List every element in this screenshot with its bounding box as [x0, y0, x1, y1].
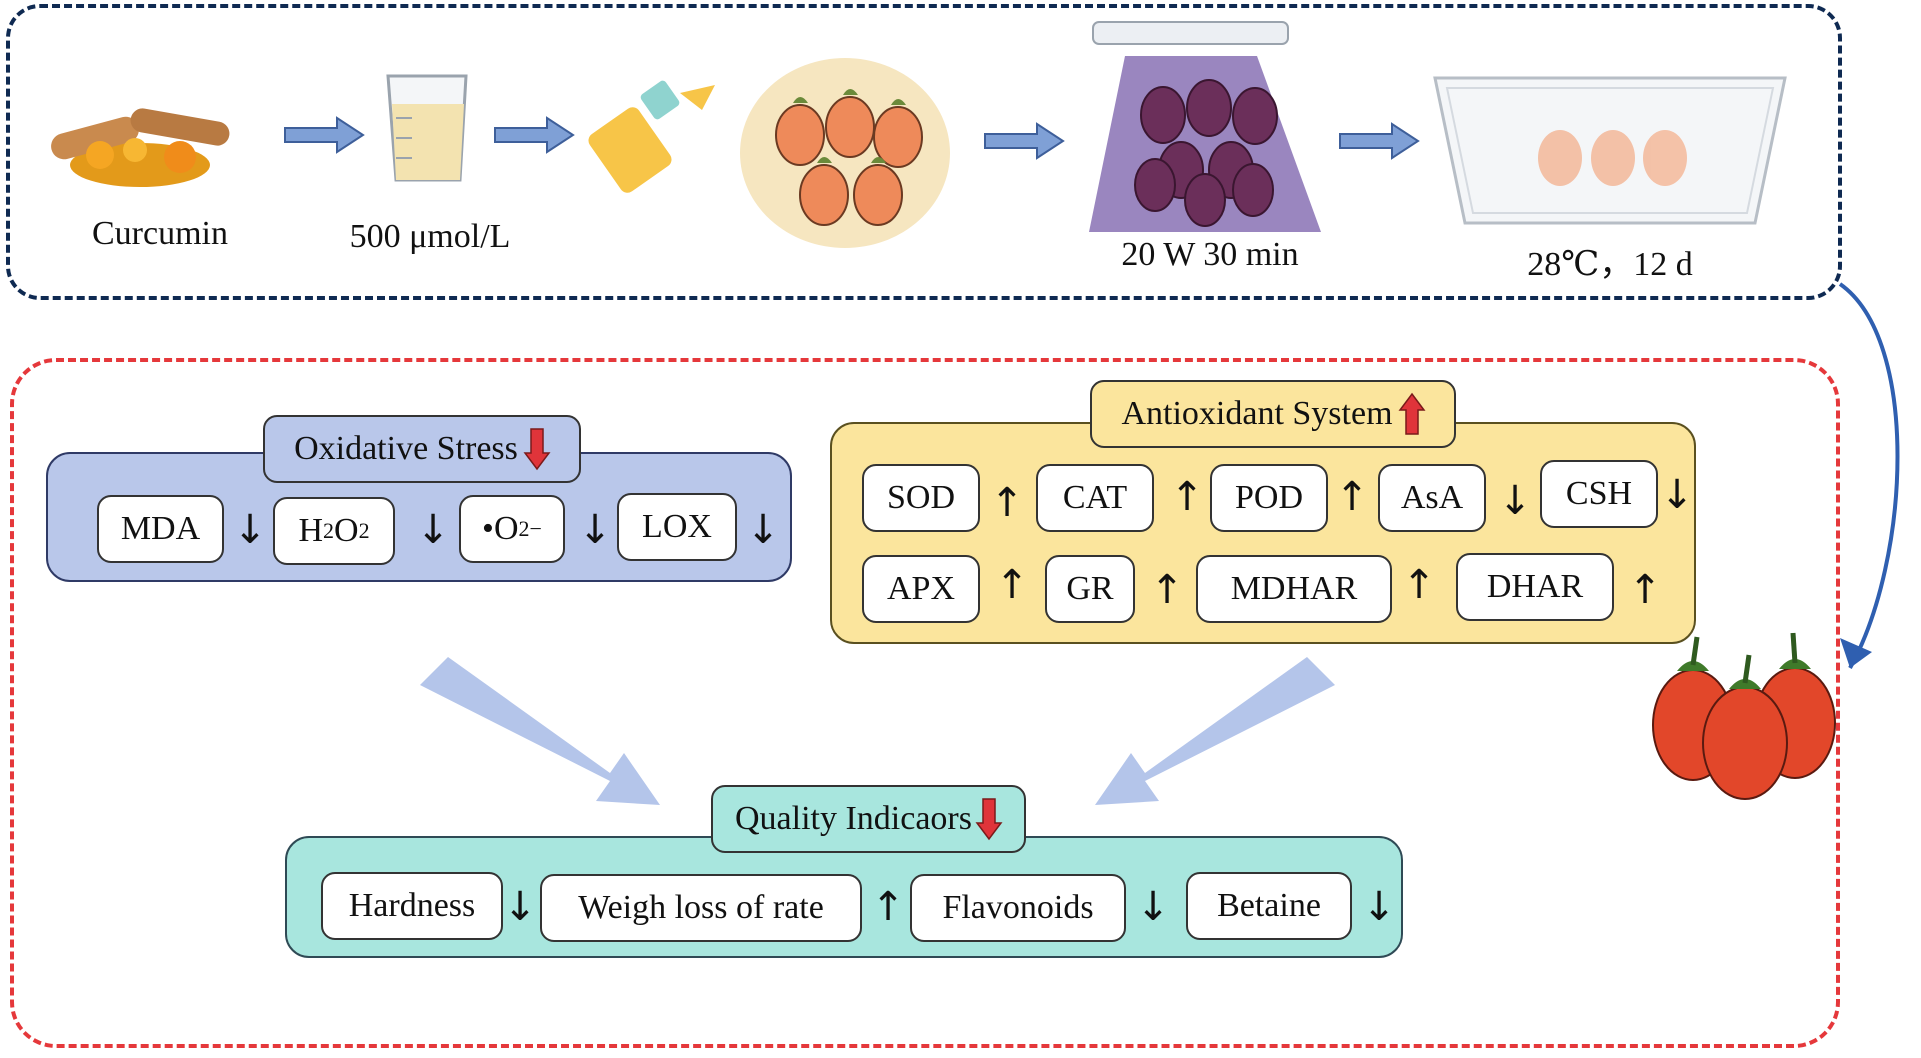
concentration-label: 500 μmol/L: [349, 218, 511, 255]
betaine-trend: ↓: [1362, 884, 1396, 930]
mdhar-trend: ↑: [1402, 562, 1436, 608]
antioxidant-system-title-text: Antioxidant System: [1121, 395, 1393, 432]
superoxide-charge: −: [529, 516, 542, 541]
h2o2-o: O: [334, 512, 359, 549]
hardness-trend: ↓: [503, 884, 537, 930]
weight-loss-trend: ↑: [871, 884, 905, 930]
up-trend-icon: [1398, 392, 1426, 435]
sod-trend: ↑: [990, 480, 1024, 526]
dhar-item: DHAR: [1456, 553, 1614, 621]
apx-trend: ↑: [995, 562, 1029, 608]
antioxidant-to-quality-arrow: [1095, 657, 1335, 805]
flavonoids-item: Flavonoids: [910, 874, 1126, 942]
mdhar-item: MDHAR: [1196, 555, 1392, 623]
uv-lamp-illustration: [1089, 21, 1321, 232]
apx-item: APX: [862, 555, 980, 623]
oxidative-stress-title: Oxidative Stress: [263, 415, 581, 483]
betaine-item: Betaine: [1186, 872, 1352, 940]
pod-trend: ↑: [1335, 474, 1369, 520]
cat-item: CAT: [1036, 464, 1154, 532]
h2o2-sub2: 2: [358, 518, 370, 543]
fresh-fruits-illustration: [1652, 632, 1836, 800]
flavonoids-trend: ↓: [1136, 884, 1170, 930]
flow-arrow-1: [284, 116, 365, 154]
h2o2-trend: ↓: [416, 507, 450, 553]
oxidative-to-quality-arrow: [420, 657, 660, 805]
curcumin-illustration: [51, 108, 230, 187]
gr-trend: ↑: [1150, 567, 1184, 613]
weight-loss-item: Weigh loss of rate: [540, 874, 862, 942]
lox-trend: ↓: [746, 507, 780, 553]
superoxide-sub: 2: [518, 516, 530, 541]
hardness-item: Hardness: [321, 872, 503, 940]
pod-item: POD: [1210, 464, 1328, 532]
flow-arrow-4: [1339, 122, 1420, 160]
h2o2-h: H: [298, 512, 323, 549]
curcumin-label: Curcumin: [92, 215, 228, 252]
down-trend-icon: [523, 428, 551, 471]
mda-trend: ↓: [233, 507, 267, 553]
mda-item: MDA: [97, 495, 224, 563]
gr-item: GR: [1045, 555, 1135, 623]
asa-trend: ↓: [1498, 478, 1532, 524]
antioxidant-system-title: Antioxidant System: [1090, 380, 1456, 448]
flow-arrow-2: [494, 116, 575, 154]
lox-item: LOX: [617, 493, 737, 561]
h2o2-sub1: 2: [323, 518, 334, 543]
process-panel: [6, 4, 1842, 300]
sod-item: SOD: [862, 464, 980, 532]
superoxide-trend: ↓: [578, 507, 612, 553]
beaker-illustration: [386, 74, 468, 182]
csh-item: CSH: [1540, 460, 1658, 528]
csh-trend: ↓: [1660, 472, 1694, 518]
oxidative-stress-title-text: Oxidative Stress: [294, 430, 518, 467]
quality-indicators-title-text: Quality Indicaors: [735, 800, 972, 837]
storage-container-illustration: [1433, 76, 1787, 225]
cat-trend: ↑: [1170, 474, 1204, 520]
spray-bottle-icon: [588, 80, 715, 193]
effects-panel: [10, 358, 1840, 1048]
superoxide-base: •O: [482, 510, 519, 547]
quality-indicators-title: Quality Indicaors: [711, 785, 1026, 853]
dhar-trend: ↑: [1628, 567, 1662, 613]
irradiation-label: 20 W 30 min: [1121, 236, 1299, 273]
down-trend-icon: [975, 798, 1003, 841]
treated-fruits-illustration: [740, 58, 950, 248]
connector-arrow: [1838, 282, 1900, 669]
asa-item: AsA: [1378, 464, 1486, 532]
storage-condition-label: 28℃，12 d: [1527, 246, 1693, 283]
flow-arrow-3: [984, 122, 1065, 160]
